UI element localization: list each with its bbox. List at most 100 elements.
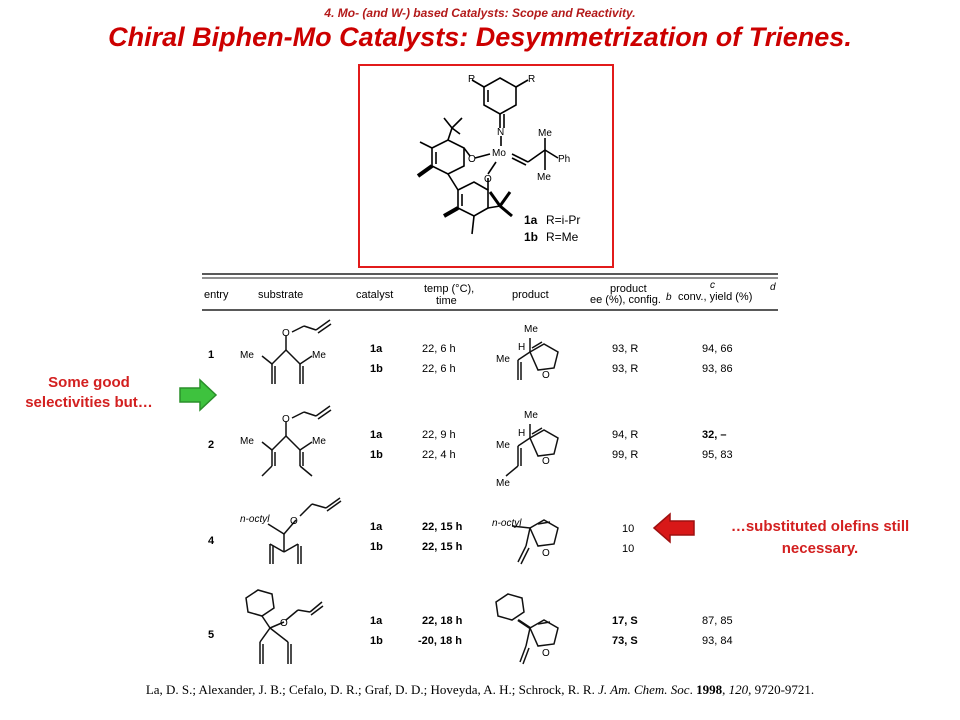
header-substrate: substrate xyxy=(258,289,303,301)
note-right-line2: necessary. xyxy=(781,540,859,557)
catalyst-atom-o2: O xyxy=(484,174,492,185)
row-ee-b: 73, S xyxy=(612,635,638,647)
catalyst-structure-drawing: R R N Mo O O Me Ph Me 1a R=i-Pr 1b R=Me xyxy=(416,74,580,244)
catalyst-r-1a: R=i-Pr xyxy=(546,213,580,227)
row-sub-left: n-octyl xyxy=(240,514,270,525)
row-catalyst-b: 1b xyxy=(370,541,383,553)
row-sub-left: Me xyxy=(240,350,254,361)
table-row: 1 Me Me O xyxy=(208,319,733,384)
row-sub-o: O xyxy=(282,414,290,425)
row-product-o: O xyxy=(542,456,550,467)
citation: La, D. S.; Alexander, J. B.; Cefalo, D. … xyxy=(0,682,960,698)
table-row: 2 Me Me O xyxy=(208,405,733,489)
row-sub-right: Me xyxy=(312,436,326,447)
row-conv-a: 32, – xyxy=(702,429,726,441)
note-left: Some good selectivities but… xyxy=(4,373,174,413)
table-row: 4 n-octyl O xyxy=(208,497,634,565)
citation-dot: . xyxy=(689,682,697,697)
row-ee-a: 94, R xyxy=(612,429,638,441)
row-conv-b: 93, 84 xyxy=(702,635,733,647)
slide-subtitle: 4. Mo- (and W-) based Catalysts: Scope a… xyxy=(324,6,636,20)
catalyst-atom-o1: O xyxy=(468,154,476,165)
row-product-h: H xyxy=(518,342,525,353)
catalyst-r-1b: R=Me xyxy=(546,230,579,244)
citation-pages: , 9720-9721. xyxy=(748,682,815,697)
note-left-line2: selectivities but… xyxy=(25,394,153,411)
row-temp-b: 22, 15 h xyxy=(422,541,463,553)
row-temp-b: -20, 18 h xyxy=(418,635,462,647)
header-ee-config: ee (%), config. xyxy=(590,294,661,306)
row-catalyst-b: 1b xyxy=(370,635,383,647)
header-product-ee: product xyxy=(610,283,647,295)
row-sub-o: O xyxy=(280,618,288,629)
header-product: product xyxy=(512,289,549,301)
row-product-h: H xyxy=(518,428,525,439)
catalyst-atom-r1: R xyxy=(468,74,475,85)
row-catalyst-a: 1a xyxy=(370,521,383,533)
header-entry: entry xyxy=(204,289,229,301)
row-catalyst-a: 1a xyxy=(370,343,383,355)
row-product-me2: Me xyxy=(496,440,510,451)
row-temp-a: 22, 18 h xyxy=(422,615,463,627)
row-conv-b: 95, 83 xyxy=(702,449,733,461)
row-sub-o: O xyxy=(282,328,290,339)
row-catalyst-a: 1a xyxy=(370,429,383,441)
citation-sep: , xyxy=(722,682,729,697)
catalyst-atom-ph: Ph xyxy=(558,154,570,165)
results-table-drawing: entry substrate catalyst temp (°C), time… xyxy=(202,273,778,665)
header-time: time xyxy=(436,295,457,307)
catalyst-atom-me2: Me xyxy=(537,172,551,183)
row-temp-b: 22, 4 h xyxy=(422,449,456,461)
note-left-line1: Some good xyxy=(48,374,130,391)
catalyst-atom-n: N xyxy=(497,127,504,138)
row-ee-a: 10 xyxy=(622,523,634,535)
row-sub-left: Me xyxy=(240,436,254,447)
header-note-d: d xyxy=(770,282,776,293)
row-entry: 1 xyxy=(208,349,214,361)
note-right-line1: …substituted olefins still xyxy=(730,518,910,535)
catalyst-label-1b: 1b xyxy=(524,230,538,244)
green-arrow-icon xyxy=(179,378,218,412)
slide-title: Chiral Biphen-Mo Catalysts: Desymmetriza… xyxy=(108,22,852,52)
row-conv-b: 93, 86 xyxy=(702,363,733,375)
row-product-me: Me xyxy=(524,410,538,421)
row-product-sub: n-octyl xyxy=(492,518,522,529)
row-entry: 4 xyxy=(208,535,215,547)
row-product-o: O xyxy=(542,648,550,659)
header-note-b: b xyxy=(666,292,672,303)
catalyst-atom-mo: Mo xyxy=(492,148,506,159)
citation-journal: J. Am. Chem. Soc xyxy=(598,682,690,697)
citation-authors: La, D. S.; Alexander, J. B.; Cefalo, D. … xyxy=(145,682,599,697)
catalyst-structure-box: R R N Mo O O Me Ph Me 1a R=i-Pr 1b R=Me xyxy=(358,64,614,268)
row-sub-o: O xyxy=(290,516,298,527)
header-catalyst: catalyst xyxy=(356,289,393,301)
row-product-o: O xyxy=(542,548,550,559)
row-ee-a: 17, S xyxy=(612,615,638,627)
catalyst-atom-r2: R xyxy=(528,74,535,85)
header-conv-yield: conv., yield (%) xyxy=(678,291,752,303)
header-note-c: c xyxy=(710,280,715,291)
row-catalyst-b: 1b xyxy=(370,363,383,375)
header-temp: temp (°C), xyxy=(424,283,474,295)
results-table: entry substrate catalyst temp (°C), time… xyxy=(200,272,780,670)
row-conv-a: 87, 85 xyxy=(702,615,733,627)
row-product-o: O xyxy=(542,370,550,381)
row-temp-a: 22, 15 h xyxy=(422,521,463,533)
catalyst-atom-me1: Me xyxy=(538,128,552,139)
row-ee-a: 93, R xyxy=(612,343,638,355)
row-catalyst-b: 1b xyxy=(370,449,383,461)
table-row: 5 O xyxy=(208,589,733,665)
row-sub-right: Me xyxy=(312,350,326,361)
note-right: …substituted olefins still necessary. xyxy=(690,516,950,560)
red-arrow-icon xyxy=(652,512,695,544)
catalyst-label-1a: 1a xyxy=(524,213,538,227)
row-product-me3: Me xyxy=(496,478,510,489)
row-temp-b: 22, 6 h xyxy=(422,363,456,375)
row-catalyst-a: 1a xyxy=(370,615,383,627)
row-entry: 5 xyxy=(208,629,214,641)
row-product-me: Me xyxy=(524,324,538,335)
citation-year: 1998 xyxy=(696,682,723,697)
row-conv-a: 94, 66 xyxy=(702,343,733,355)
row-ee-b: 99, R xyxy=(612,449,638,461)
row-temp-a: 22, 9 h xyxy=(422,429,456,441)
